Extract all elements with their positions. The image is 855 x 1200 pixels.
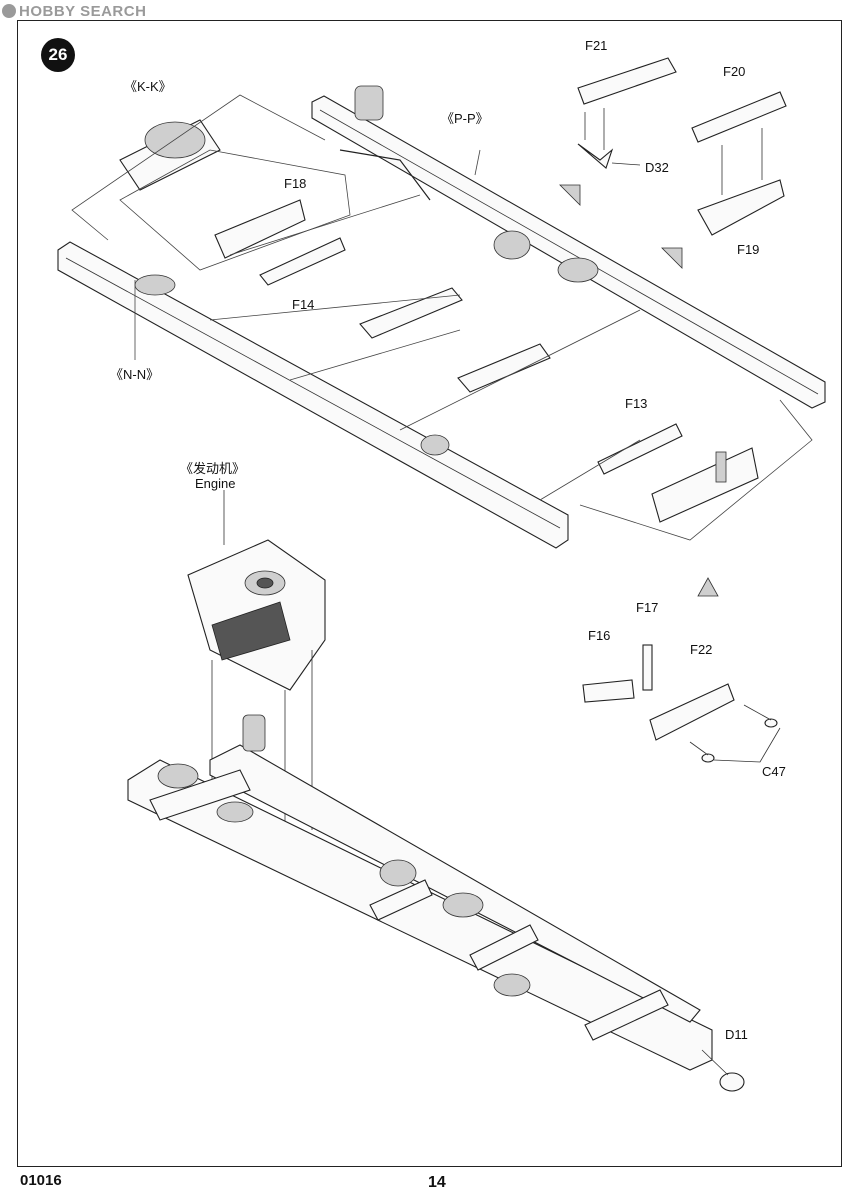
rear-cross-member xyxy=(651,447,759,523)
f20-group xyxy=(691,91,787,236)
label-f19: F19 xyxy=(737,242,760,257)
lower-cross-member-1 xyxy=(469,924,539,971)
part-f14 xyxy=(259,237,346,286)
rear-bracket xyxy=(715,451,727,483)
f16-f22-group xyxy=(582,644,781,763)
upper-left-rail xyxy=(57,241,569,549)
lower-cross-member-3 xyxy=(369,879,433,921)
part-c47-b xyxy=(701,753,715,763)
watermark-logo-icon xyxy=(2,4,16,18)
kk-callout xyxy=(71,94,326,241)
lower-front-section xyxy=(149,769,251,821)
lower-cylinder-4 xyxy=(493,973,531,997)
upper-chassis-frame xyxy=(57,85,826,549)
f14-leader xyxy=(209,294,461,321)
d32-leader xyxy=(611,162,641,166)
upper-cylinder-2 xyxy=(557,257,599,283)
direction-arrow-2 xyxy=(661,247,683,269)
c47-arrow-1 xyxy=(743,704,772,721)
label-f21: F21 xyxy=(585,38,608,53)
kk-cylinder xyxy=(144,121,206,159)
label-pp: 《P-P》 xyxy=(441,111,489,126)
lower-cross-member-2 xyxy=(584,989,669,1041)
part-f13-bar xyxy=(597,423,683,475)
c47-leader xyxy=(713,727,781,763)
nn-cylinder xyxy=(134,274,176,296)
lower-cylinder-1 xyxy=(216,801,254,823)
label-d32: D32 xyxy=(645,160,669,175)
upper-spring xyxy=(354,85,384,121)
engine-pulley-hub xyxy=(256,577,274,589)
label-f16: F16 xyxy=(588,628,611,643)
upper-cylinder-1 xyxy=(493,230,531,260)
label-f20: F20 xyxy=(723,64,746,79)
lower-chassis-frame xyxy=(127,714,745,1092)
label-f17: F17 xyxy=(636,600,659,615)
pp-leader xyxy=(474,149,481,176)
label-nn: 《N-N》 xyxy=(110,367,160,382)
d11-arrow xyxy=(701,1049,729,1076)
page-number: 14 xyxy=(428,1174,446,1191)
part-f17 xyxy=(642,644,653,691)
label-f18: F18 xyxy=(284,176,307,191)
upper-cylinder-3 xyxy=(420,434,450,456)
model-code: 01016 xyxy=(20,1172,62,1189)
watermark: HOBBY SEARCH xyxy=(2,3,146,20)
lower-cylinder-2 xyxy=(379,859,417,887)
label-kk: 《K-K》 xyxy=(124,79,172,94)
lower-spring xyxy=(242,714,266,752)
c47-arrow-2 xyxy=(689,741,709,756)
upper-right-rail-edge xyxy=(319,109,819,395)
f21-group xyxy=(577,57,677,169)
cm1-leader xyxy=(289,329,461,381)
step-number-badge: 26 xyxy=(41,38,75,72)
part-d11 xyxy=(719,1072,745,1092)
upper-callout-lines xyxy=(71,94,813,541)
lower-cylinder-3 xyxy=(442,892,484,918)
label-f22: F22 xyxy=(690,642,713,657)
label-c47: C47 xyxy=(762,764,786,779)
label-f14: F14 xyxy=(292,297,315,312)
f18-callout xyxy=(119,149,351,271)
cm2-leader xyxy=(399,309,641,431)
cross-member-1 xyxy=(359,287,463,339)
cross-member-2 xyxy=(457,343,551,393)
steering-linkage xyxy=(339,149,431,201)
direction-arrow-1 xyxy=(559,184,581,206)
part-f19 xyxy=(697,179,785,236)
label-engine-en: Engine xyxy=(195,476,236,491)
engine-assembly xyxy=(187,490,326,840)
label-d11: D11 xyxy=(725,1027,748,1042)
label-f13: F13 xyxy=(625,396,648,411)
upper-left-rail-edge xyxy=(65,257,561,529)
lower-right-rail xyxy=(209,744,701,1023)
part-f20 xyxy=(691,91,787,143)
part-f16 xyxy=(582,679,635,703)
lower-kk-cylinder xyxy=(157,763,199,789)
direction-arrow-up xyxy=(697,577,719,597)
part-f18 xyxy=(214,199,306,259)
label-engine-cn: 《发动机》 xyxy=(180,461,246,476)
part-f22 xyxy=(649,683,735,741)
direction-arrows xyxy=(559,184,719,597)
part-c47-a xyxy=(764,718,778,728)
watermark-text: HOBBY SEARCH xyxy=(19,3,147,20)
page-frame xyxy=(17,20,842,1167)
part-d32 xyxy=(577,143,614,169)
part-f21 xyxy=(577,57,677,105)
rear-callout xyxy=(539,399,813,541)
f18-leader xyxy=(229,194,421,256)
engine-manifold xyxy=(211,601,291,661)
